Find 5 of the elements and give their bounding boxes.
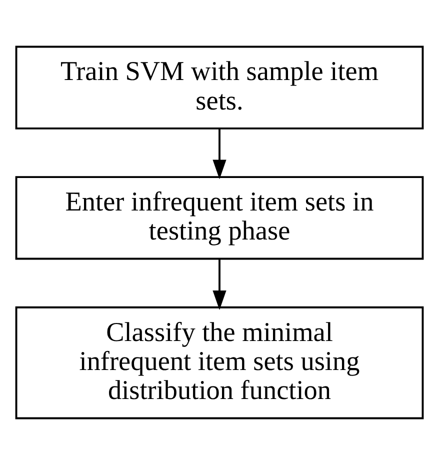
arrow (212, 258, 226, 310)
node-box: Enter infrequent item sets in testing phase (15, 176, 424, 260)
node-box: Classify the minimal infrequent item sets using distribution function (15, 306, 424, 419)
node-box: Train SVM with sample item sets. (15, 45, 424, 129)
arrow (212, 128, 226, 179)
